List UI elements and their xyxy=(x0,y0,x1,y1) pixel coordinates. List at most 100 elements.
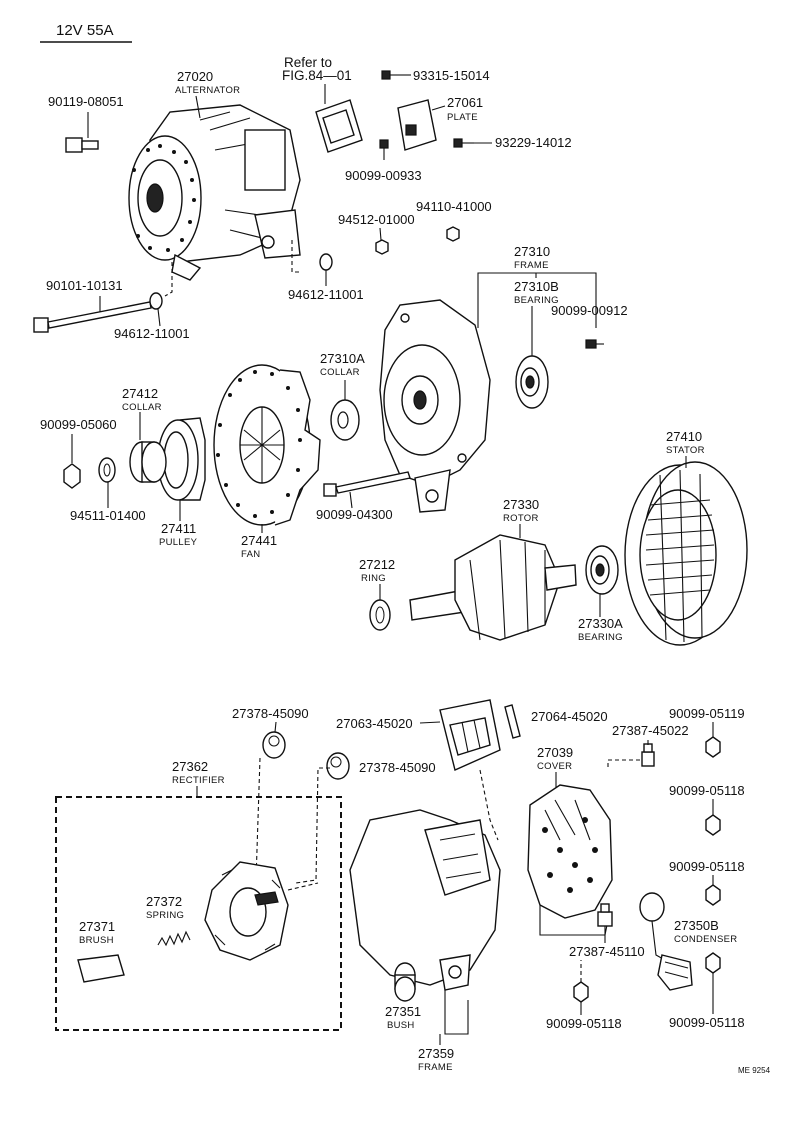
svg-text:CONDENSER: CONDENSER xyxy=(674,934,737,945)
rectifier-group-box xyxy=(55,796,342,1031)
label-27371: 27371 BRUSH xyxy=(79,919,115,946)
nut-90099-05118-bottom xyxy=(573,981,589,1003)
refer-line2: FIG.84—01 xyxy=(282,68,352,83)
label-27378-45090-top: 27378-45090 xyxy=(232,706,309,721)
svg-text:27410: 27410 xyxy=(666,429,702,444)
svg-text:27310B: 27310B xyxy=(514,279,559,294)
nut-90099-05118-r2 xyxy=(705,884,721,906)
label-94511-01400: 94511-01400 xyxy=(70,508,146,523)
label-27064-45020: 27064-45020 xyxy=(531,709,608,724)
label-94110-41000: 94110-41000 xyxy=(416,199,492,214)
label-94612-11001-left: 94612-11001 xyxy=(114,326,190,341)
washer-94512-01000 xyxy=(375,239,389,255)
svg-text:BRUSH: BRUSH xyxy=(79,935,114,946)
washer-94612-11001-right xyxy=(319,253,333,271)
svg-text:27412: 27412 xyxy=(122,386,158,401)
bearing-27310B xyxy=(515,355,549,409)
rear-frame-27359 xyxy=(349,809,501,991)
label-27411: 27411 PULLEY xyxy=(159,521,198,548)
washer-94612-11001-left xyxy=(149,292,163,310)
svg-text:ALTERNATOR: ALTERNATOR xyxy=(175,85,240,96)
svg-text:RING: RING xyxy=(361,573,386,584)
svg-text:COLLAR: COLLAR xyxy=(122,402,162,413)
svg-text:27330A: 27330A xyxy=(578,616,623,631)
label-90099-05118-r2: 90099-05118 xyxy=(669,859,745,874)
label-27063-45020: 27063-45020 xyxy=(336,716,413,731)
screw-93315-15014 xyxy=(381,70,400,80)
svg-text:PULLEY: PULLEY xyxy=(159,537,198,548)
nut-94110-41000 xyxy=(446,226,460,242)
label-27061: 27061 PLATE xyxy=(447,95,483,123)
plate-27061 xyxy=(397,99,437,151)
header-spec: 12V 55A xyxy=(56,22,114,39)
svg-text:BUSH: BUSH xyxy=(387,1020,415,1031)
label-27330A: 27330A BEARING xyxy=(578,616,623,643)
label-27351: 27351 BUSH xyxy=(385,1004,421,1031)
label-93229-14012: 93229-14012 xyxy=(495,135,572,150)
label-27039: 27039 COVER xyxy=(537,745,573,772)
label-90099-05119: 90099-05119 xyxy=(669,706,745,721)
regulator-plate xyxy=(315,99,363,153)
label-90119-08051: 90119-08051 xyxy=(48,94,124,109)
spring-27372 xyxy=(157,930,191,947)
brush-holder-27063 xyxy=(439,699,501,771)
svg-text:STATOR: STATOR xyxy=(666,445,705,456)
grommet-27378-45090-top xyxy=(262,731,286,759)
svg-text:27310: 27310 xyxy=(514,244,550,259)
svg-text:BEARING: BEARING xyxy=(514,295,559,306)
svg-text:SPRING: SPRING xyxy=(146,910,184,921)
pulley-27411 xyxy=(157,417,206,501)
label-90101-10131: 90101-10131 xyxy=(46,278,123,293)
svg-text:PLATE: PLATE xyxy=(447,112,478,123)
svg-text:27310A: 27310A xyxy=(320,351,365,366)
svg-text:27411: 27411 xyxy=(161,521,196,536)
terminal-27387-45022 xyxy=(641,743,655,767)
svg-text:RECTIFIER: RECTIFIER xyxy=(172,775,225,786)
footer-code: ME 9254 xyxy=(738,1066,771,1075)
svg-text:27350B: 27350B xyxy=(674,918,719,933)
clip-27064 xyxy=(504,704,521,739)
bolt-90101-10131 xyxy=(33,301,152,333)
label-27310A: 27310A COLLAR xyxy=(320,351,365,378)
cover-27039 xyxy=(527,784,613,919)
label-27350B: 27350B CONDENSER xyxy=(674,918,737,945)
label-27412: 27412 COLLAR xyxy=(122,386,162,413)
label-27410: 27410 STATOR xyxy=(666,429,705,456)
label-27359: 27359 FRAME xyxy=(418,1046,454,1073)
label-90099-00933: 90099-00933 xyxy=(345,168,422,183)
svg-text:27020: 27020 xyxy=(177,69,213,84)
label-27441: 27441 FAN xyxy=(241,533,277,560)
bearing-27330A xyxy=(585,545,619,595)
bush-27351 xyxy=(394,962,416,1002)
label-27310: 27310 FRAME xyxy=(514,244,550,271)
label-93315-15014: 93315-15014 xyxy=(413,68,490,83)
alternator-assembly xyxy=(128,104,301,281)
svg-text:27039: 27039 xyxy=(537,745,573,760)
svg-text:ROTOR: ROTOR xyxy=(503,513,539,524)
svg-text:FRAME: FRAME xyxy=(514,260,549,271)
svg-text:27359: 27359 xyxy=(418,1046,454,1061)
brush-27371 xyxy=(77,954,125,983)
bolt-90119-08051 xyxy=(65,137,99,153)
label-90099-05118-r1: 90099-05118 xyxy=(669,783,745,798)
nut-90099-05118-r3 xyxy=(705,952,721,974)
condenser-27350B xyxy=(639,892,693,991)
collar-27412 xyxy=(129,441,167,483)
nut-90099-05119 xyxy=(705,736,721,758)
svg-text:27372: 27372 xyxy=(146,894,182,909)
label-27387-45110: 27387-45110 xyxy=(569,944,645,959)
label-90099-05118-bottom: 90099-05118 xyxy=(546,1016,622,1031)
svg-text:27351: 27351 xyxy=(385,1004,421,1019)
label-27212: 27212 RING xyxy=(359,557,395,584)
svg-text:FAN: FAN xyxy=(241,549,260,560)
screw-90099-00912 xyxy=(585,339,604,349)
label-90099-04300: 90099-04300 xyxy=(316,507,393,522)
label-27387-45022: 27387-45022 xyxy=(612,723,689,738)
svg-text:27371: 27371 xyxy=(79,919,115,934)
svg-text:27441: 27441 xyxy=(241,533,277,548)
nut-90099-05060 xyxy=(63,463,81,489)
label-94512-01000: 94512-01000 xyxy=(338,212,415,227)
label-27310B: 27310B BEARING xyxy=(514,279,559,306)
